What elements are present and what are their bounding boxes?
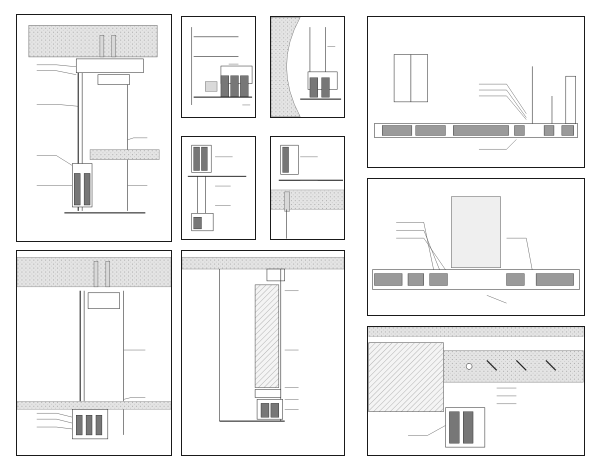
sill-profile — [74, 173, 81, 206]
hatched-panel — [254, 284, 280, 388]
sheet-vertical-section-2 — [16, 250, 172, 456]
anchor-bolt — [111, 35, 116, 58]
sheet-floor-junction — [270, 136, 345, 240]
floor-slab — [271, 189, 344, 210]
head-detail-drawing — [191, 27, 253, 106]
sheet-head-detail-curved — [270, 16, 345, 118]
vertical-section-1-drawing — [28, 25, 160, 214]
sheet-plan-with-column — [367, 178, 585, 316]
curved-slab — [271, 17, 301, 117]
vertical-section-panel-drawing — [182, 256, 344, 422]
head-block — [97, 74, 130, 85]
column — [451, 196, 501, 268]
plan-with-door-drawing — [374, 54, 578, 150]
column-section — [368, 342, 444, 412]
sheet-vertical-section-1 — [16, 14, 172, 242]
floor-slab — [89, 149, 160, 160]
head-profile — [75, 58, 144, 73]
panel-strip — [443, 350, 584, 383]
sill-profile — [83, 173, 91, 206]
head-detail-curved-drawing — [271, 17, 342, 117]
sheet-head-detail — [181, 16, 256, 118]
plan-with-column-drawing — [372, 196, 580, 304]
plan-strip — [372, 269, 580, 290]
leader — [36, 104, 79, 107]
slab-top — [28, 25, 158, 58]
slab-top — [182, 256, 344, 270]
sheet-plan-detail-enlarged — [367, 326, 585, 456]
sheet-plan-with-door — [367, 16, 585, 168]
leader — [127, 137, 148, 141]
leader — [36, 155, 73, 166]
leader — [36, 64, 77, 67]
plan-detail-enlarged-drawing — [368, 327, 584, 448]
floor-junction-drawing — [271, 144, 344, 239]
sill-detail-drawing — [187, 144, 247, 232]
anchor-bolt — [99, 35, 105, 58]
sheet-vertical-section-panel — [181, 250, 345, 456]
sheet-sill-detail — [181, 136, 256, 240]
vertical-section-2-drawing — [17, 257, 171, 440]
leader — [36, 70, 77, 75]
floor-slab — [17, 401, 171, 410]
